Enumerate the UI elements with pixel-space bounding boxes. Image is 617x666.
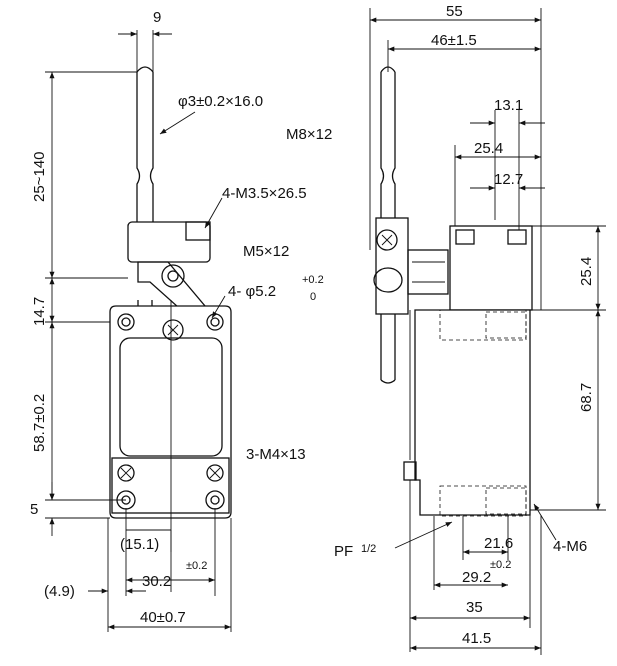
dim-68-7: 68.7: [578, 383, 595, 412]
dim-edge-offset: (4.9): [44, 583, 75, 600]
dim-12-7: 12.7: [494, 171, 523, 188]
label-bolt: 4-M6: [553, 538, 587, 555]
dim-lever-width: 9: [153, 9, 161, 26]
dim-overall-width: 55: [446, 3, 463, 20]
label-mount-holes: 3-M4×13: [246, 446, 306, 463]
dim-bottom-offset: 5: [30, 501, 38, 518]
dim-13-1: 13.1: [494, 97, 523, 114]
label-hole-tol-bot: 0: [310, 291, 316, 303]
dim-tol-small-right: ±0.2: [490, 559, 511, 571]
dim-screw-top: 4-M3.5×26.5: [222, 185, 307, 202]
dim-hole-spacing: 30.2: [142, 573, 171, 590]
label-hole-dia: 4- φ5.2: [228, 283, 276, 300]
dim-tol-small-left: ±0.2: [186, 560, 207, 572]
dim-25-4-horizontal: 25.4: [474, 140, 503, 157]
switch-body: [109, 305, 232, 519]
dim-lever-length: 25~140: [31, 152, 48, 202]
dim-width-tol: 46±1.5: [431, 32, 477, 49]
label-conduit: PF: [334, 543, 353, 560]
dim-body-width: 40±0.7: [140, 609, 186, 626]
dim-25-4-vertical: 25.4: [578, 257, 595, 286]
dim-35: 35: [466, 599, 483, 616]
label-m5: M5×12: [243, 243, 289, 260]
dim-inner-width: (15.1): [120, 536, 159, 553]
dim-height-mid: 14.7: [31, 297, 48, 326]
label-conduit-frac: 1/2: [361, 543, 376, 555]
side-head: [373, 217, 533, 315]
lever-head: [127, 221, 211, 317]
right-side-view: 55 46±1.5 13.1 25.4 12.7 25.4 68.7 4-M6: [334, 3, 606, 655]
dim-29-2: 29.2: [462, 569, 491, 586]
dim-rod-spec: φ3±0.2×16.0: [178, 93, 263, 110]
left-front-view: 9 φ3±0.2×16.0 25~140 4-M3.5×26.5 14.7 4-…: [30, 9, 332, 632]
dim-body-height: 58.7±0.2: [31, 394, 48, 452]
label-hole-tol-top: +0.2: [302, 274, 324, 286]
side-body: [403, 309, 531, 652]
dim-41-5: 41.5: [462, 630, 491, 647]
label-m8: M8×12: [286, 126, 332, 143]
dim-21-6: 21.6: [484, 535, 513, 552]
